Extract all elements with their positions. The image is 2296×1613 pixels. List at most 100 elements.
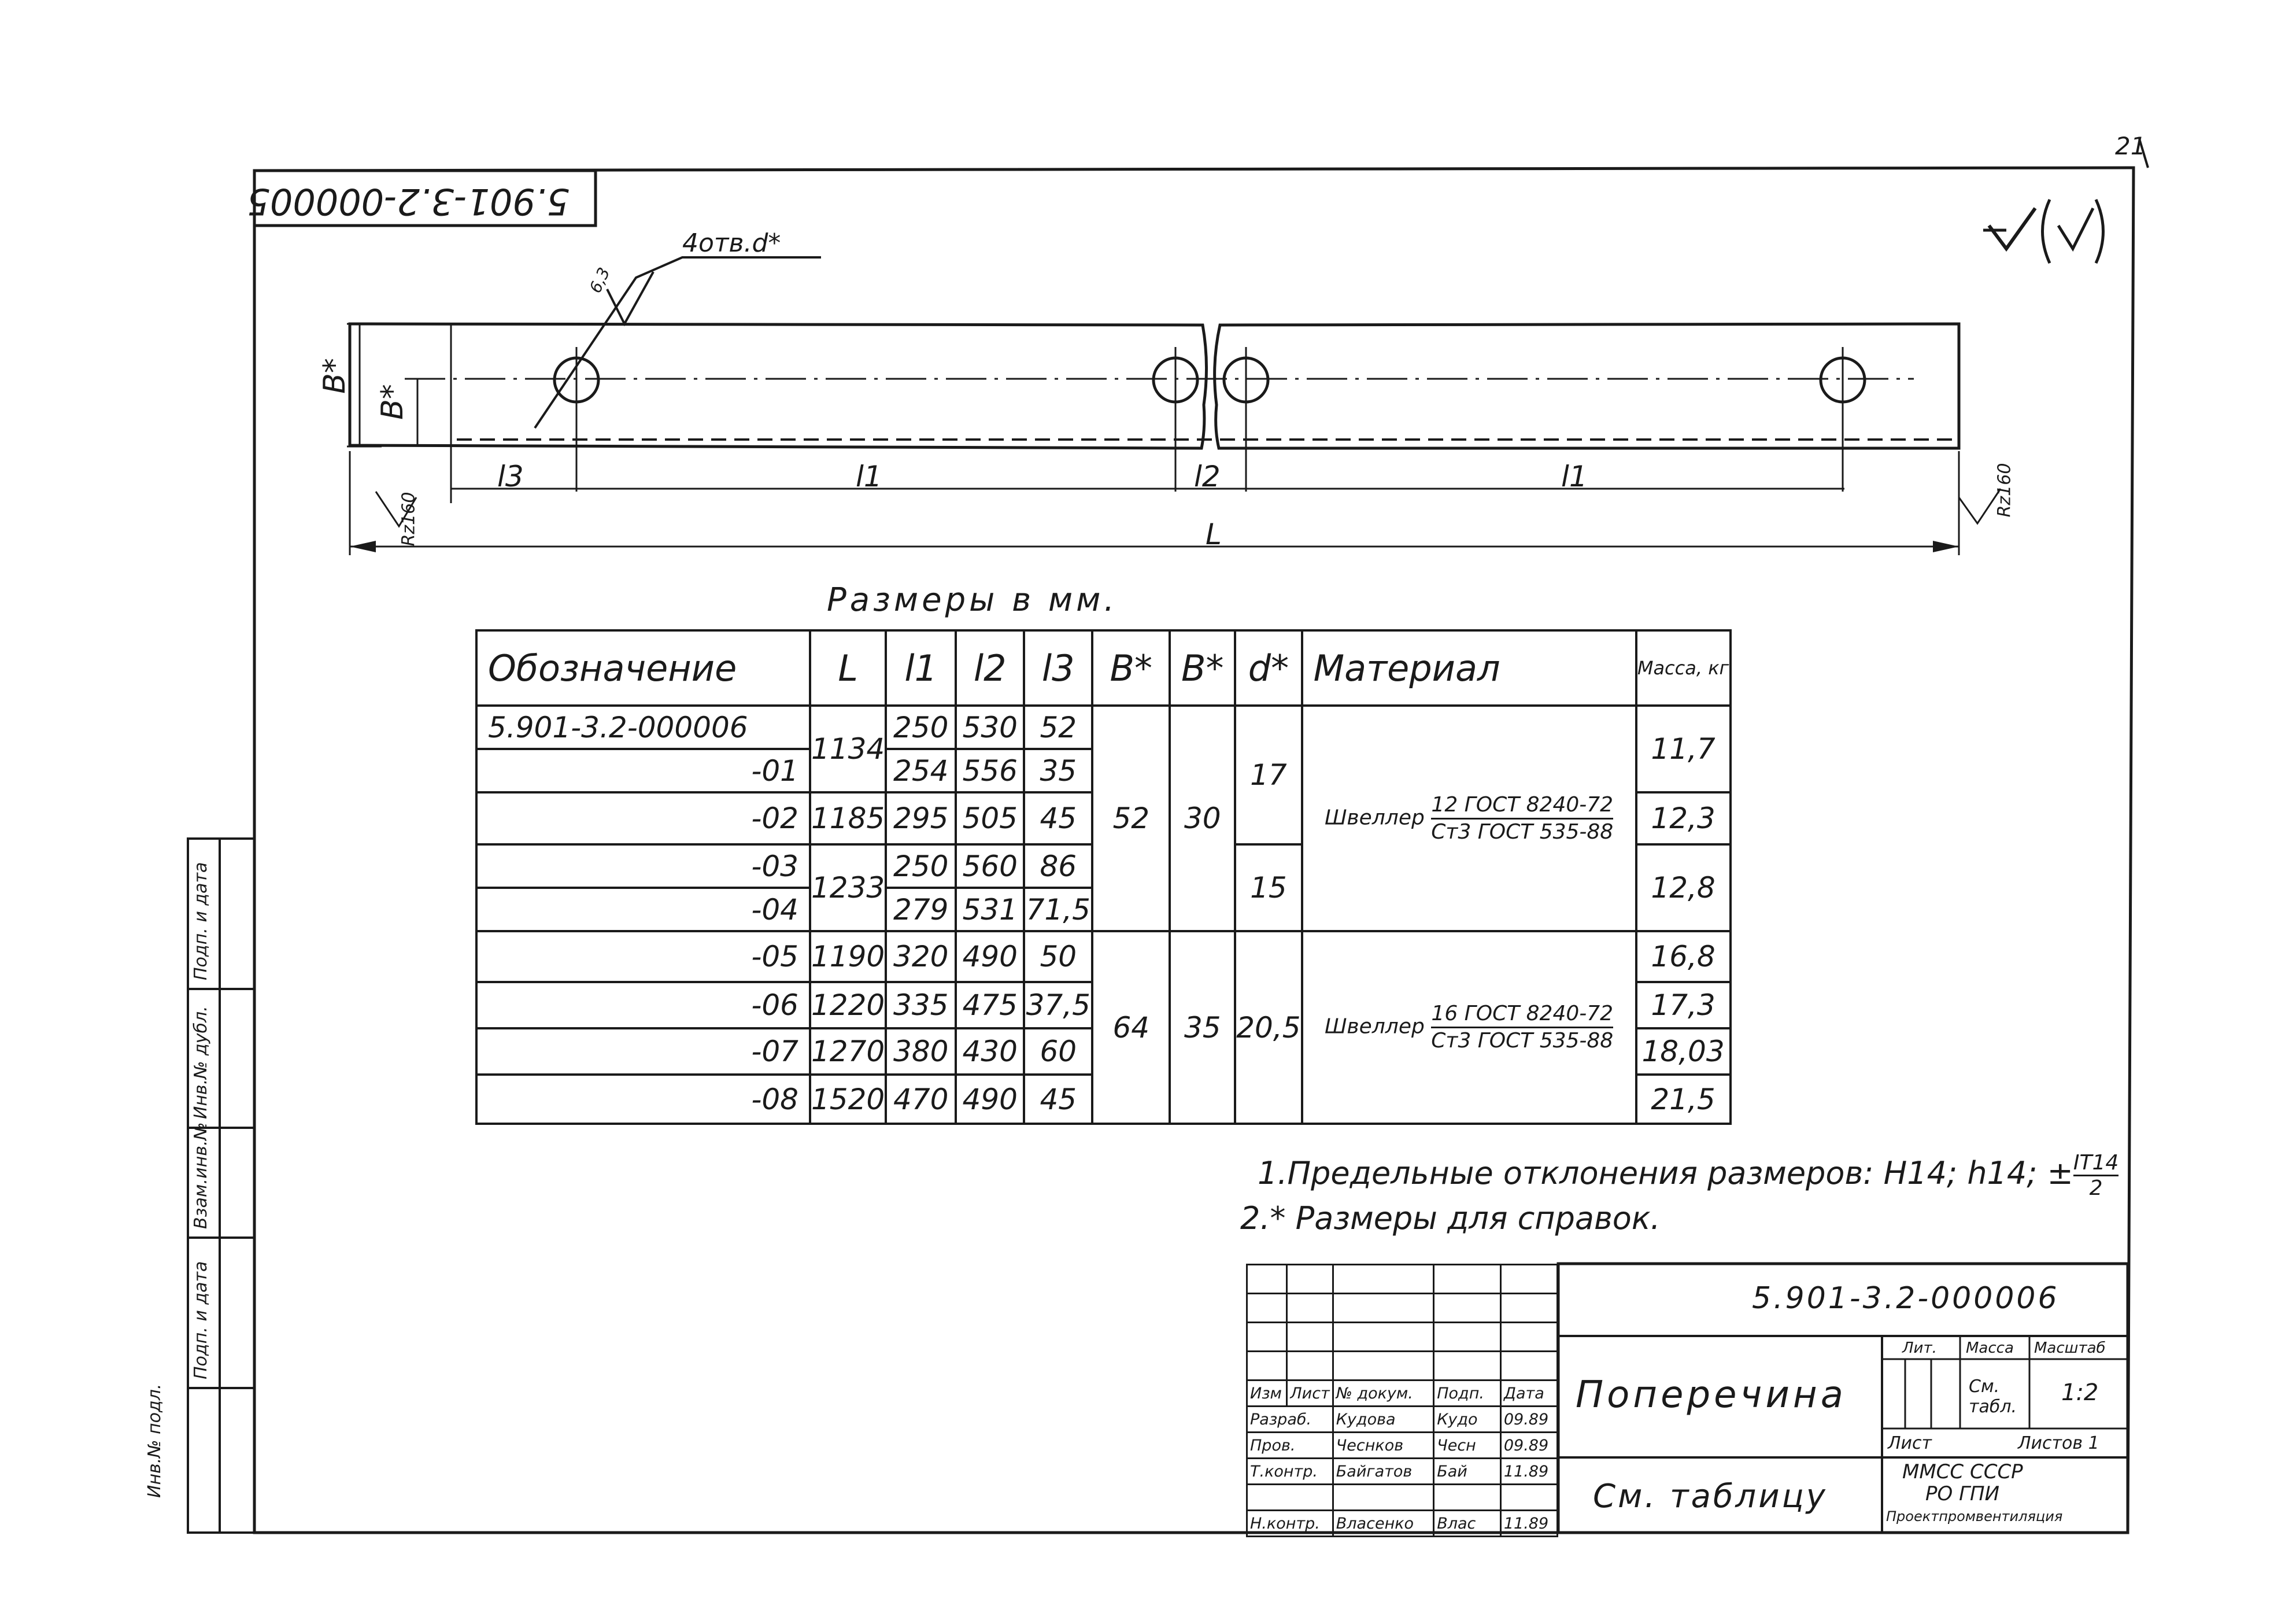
cell-B2: 30 (1169, 704, 1237, 932)
cell-l2: 530 (955, 704, 1026, 750)
signature: Чесн (1433, 1431, 1502, 1459)
hole-3 (1222, 347, 1270, 492)
cut-roughness-right: Rz160 (1994, 463, 2015, 518)
head-doc: № докум. (1332, 1379, 1435, 1407)
cell-mass: 12,8 (1635, 843, 1732, 932)
note-2: 2.* Размеры для справок. (1240, 1200, 1661, 1236)
header-l1: l1 (885, 629, 957, 707)
cell-l2: 430 (955, 1027, 1026, 1076)
org-line-2: РО ГПИ (1925, 1482, 2000, 1505)
sheets-label: Листов 1 (2018, 1433, 2099, 1453)
title-block-title: Поперечина (1576, 1374, 1847, 1416)
row-designation: -04 (475, 887, 811, 932)
org-line-3: Проектпромвентиляция (1886, 1508, 2063, 1525)
side-stamp-sign-2: Подп. и дата (191, 862, 211, 980)
dim-label-L: L (1206, 518, 1222, 551)
cell-d: 15 (1234, 843, 1303, 932)
cell-mass: 12,3 (1635, 791, 1732, 846)
note-1-frac-num: IT14 (2073, 1151, 2119, 1176)
header-B2: B* (1169, 629, 1237, 707)
note-1-frac-den: 2 (2089, 1176, 2103, 1200)
material-top: 12 ГОСТ 8240-72 (1431, 792, 1614, 820)
table-caption: Размеры в мм. (827, 581, 1118, 619)
hole-leader (534, 256, 821, 429)
header-L: L (808, 629, 888, 707)
head-date: Дата (1499, 1379, 1559, 1407)
side-stamp-inv: Инв.№ подл. (145, 1383, 165, 1498)
hole-2 (1152, 347, 1199, 492)
cell-l1: 335 (885, 981, 957, 1029)
cell-l3: 86 (1023, 843, 1094, 889)
cell-l3: 60 (1023, 1027, 1094, 1076)
cell-l1: 254 (885, 748, 957, 793)
dim-label-B-inner: B* (375, 384, 410, 420)
cell-l3: 45 (1023, 791, 1094, 846)
row-designation: -03 (475, 843, 811, 889)
cell-mass: 21,5 (1635, 1073, 1732, 1125)
cell-l2: 490 (955, 1073, 1026, 1125)
person-name: Байгатов (1332, 1457, 1435, 1485)
cell-l3: 52 (1023, 704, 1094, 750)
side-stamp-replace: Взам.инв.№ (191, 1122, 211, 1229)
material-prefix: Швеллер (1324, 1014, 1425, 1039)
date: 11.89 (1499, 1509, 1559, 1537)
mass-label: Масса (1966, 1339, 2014, 1357)
cell-l3: 50 (1023, 930, 1094, 983)
cell-l3: 37,5 (1023, 981, 1094, 1029)
cell-l2: 490 (955, 930, 1026, 983)
cell-L: 1270 (808, 1027, 888, 1076)
material-bottom: Ст3 ГОСТ 535-88 (1431, 1029, 1614, 1053)
cell-l2: 505 (955, 791, 1026, 846)
header-d: d* (1234, 629, 1303, 707)
cell-L: 1520 (808, 1073, 888, 1125)
table-row: -07 1270 380 430 60 18,03 (475, 1027, 1732, 1076)
role: Т.контр. (1246, 1457, 1334, 1485)
person-name: Чеснков (1332, 1431, 1435, 1459)
cell-l1: 250 (885, 843, 957, 889)
dim-label-l1-right: l1 (1561, 460, 1588, 493)
doc-code-mirrored: 5.901-3.2-000005 (247, 180, 570, 223)
cut-roughness-left: Rz160 (398, 492, 419, 547)
cell-l1: 320 (885, 930, 957, 983)
header-B1: B* (1091, 629, 1171, 707)
dim-label-B-outer: B* (317, 358, 352, 394)
cell-l1: 279 (885, 887, 957, 932)
lit-label: Лит. (1902, 1339, 1937, 1357)
head-list: Лист (1286, 1379, 1334, 1407)
date: 09.89 (1499, 1431, 1559, 1459)
table-row: -02 1185 295 505 45 12,3 (475, 791, 1732, 846)
table-row: -05 1190 320 490 50 64 35 20,5 Швеллер 1… (475, 930, 1732, 1125)
cell-l2: 556 (955, 748, 1026, 793)
cell-L: 1190 (808, 930, 888, 983)
table-header-row: Обозначение L l1 l2 l3 B* B* d* Материал… (475, 629, 1732, 707)
header-mass: Масса, кг (1635, 629, 1732, 707)
note-1: 1.Предельные отклонения размеров: H14; h… (1258, 1151, 2119, 1200)
scale-label: Масштаб (2034, 1339, 2106, 1357)
row-designation: -08 (475, 1073, 811, 1125)
role: Пров. (1246, 1431, 1334, 1459)
cell-d: 20,5 (1234, 930, 1303, 1125)
page-number: 21 (2115, 132, 2146, 160)
part-outline-left (348, 322, 1208, 450)
cell-l1: 250 (885, 704, 957, 750)
note-1-text: 1.Предельные отклонения размеров: H14; h… (1258, 1155, 2073, 1192)
table-row: -04 279 531 71,5 (475, 887, 1731, 932)
dim-label-l3: l3 (497, 460, 524, 493)
org-line-1: ММСС СССР (1902, 1460, 2023, 1483)
header-l3: l3 (1023, 629, 1094, 707)
cell-material: Швеллер 12 ГОСТ 8240-72 Ст3 ГОСТ 535-88 (1300, 704, 1637, 932)
cell-l1: 380 (885, 1027, 957, 1076)
material-bottom: Ст3 ГОСТ 535-88 (1431, 820, 1614, 844)
cell-mass: 16,8 (1635, 930, 1732, 983)
sheet-label: Лист (1888, 1433, 1932, 1453)
title-block-material: См. таблицу (1593, 1478, 1828, 1515)
cell-B1: 64 (1091, 930, 1171, 1125)
row-designation: -02 (475, 791, 811, 846)
person-name: Власенко (1332, 1509, 1435, 1537)
cell-mass: 18,03 (1635, 1027, 1732, 1076)
side-stamp-frame (187, 837, 256, 1534)
dim-label-l1-left: l1 (856, 460, 882, 493)
cell-l3: 35 (1023, 748, 1094, 793)
cell-l2: 560 (955, 843, 1026, 889)
